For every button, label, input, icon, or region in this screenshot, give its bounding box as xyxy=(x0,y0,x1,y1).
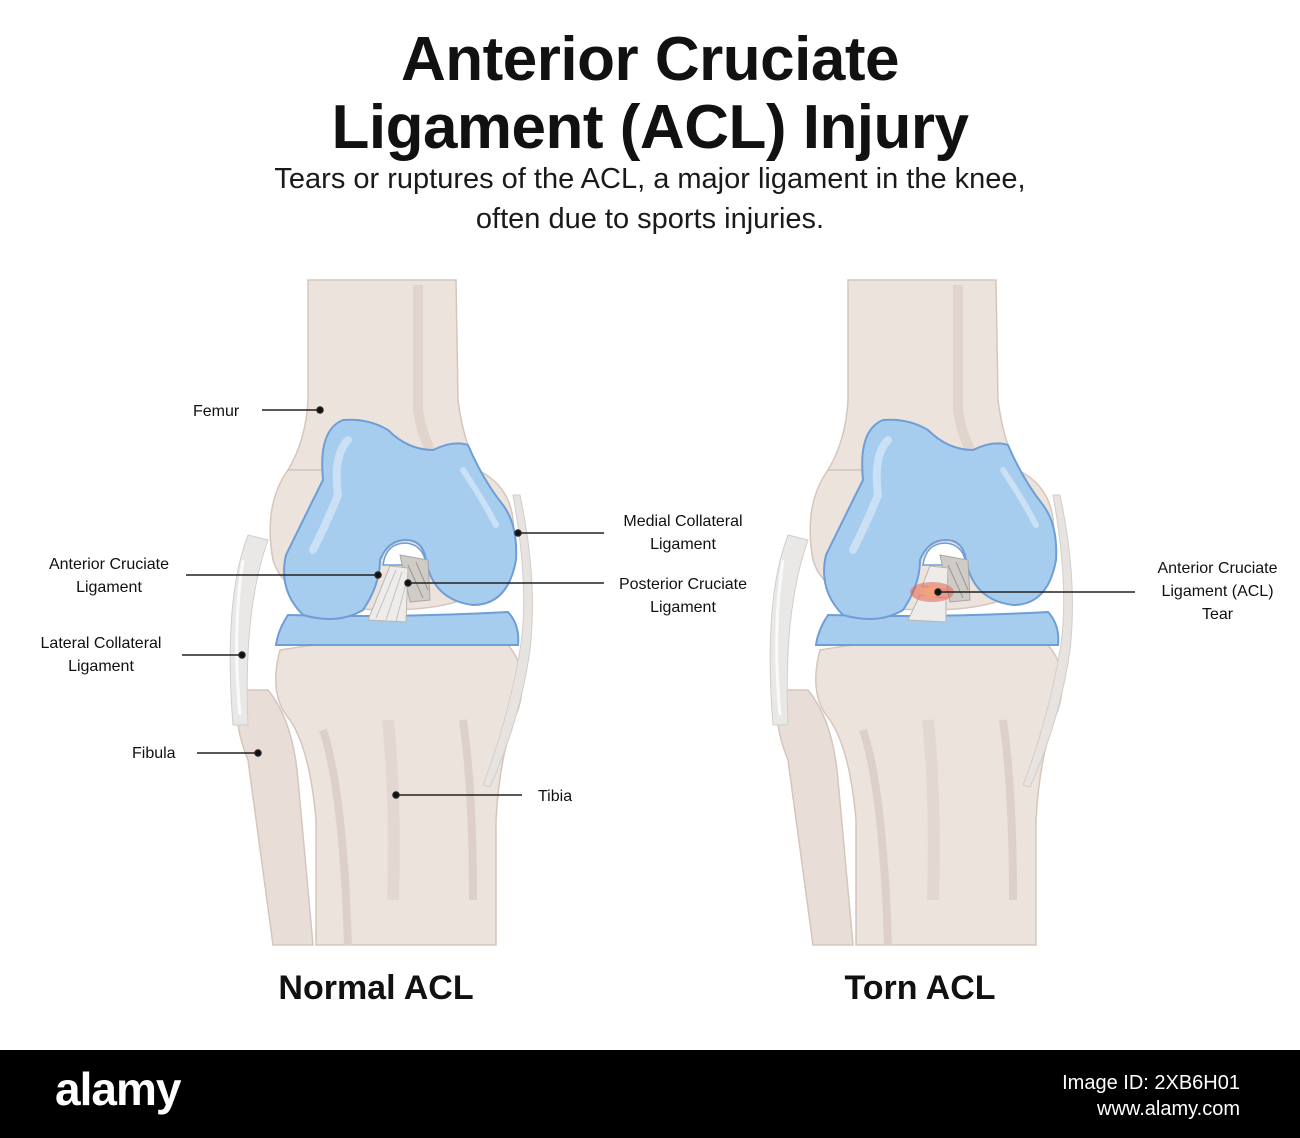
label-tear-line2: Ligament (ACL) xyxy=(1161,583,1274,600)
leader-line-torn xyxy=(934,588,1135,596)
label-mcl-line1: Medial Collateral xyxy=(623,513,743,530)
label-pcl-line1: Posterior Cruciate xyxy=(618,576,748,593)
label-tibia: Tibia xyxy=(538,788,573,805)
label-pcl-line2: Ligament xyxy=(650,599,716,616)
brand-logo: alamy xyxy=(55,1063,181,1115)
label-pcl: Posterior Cruciate Ligament xyxy=(608,573,758,619)
footer-info: Image ID: 2XB6H01 www.alamy.com xyxy=(1062,1070,1240,1122)
subtitle-line2: often due to sports injuries. xyxy=(475,203,825,235)
label-fibula: Fibula xyxy=(132,745,176,762)
subtitle-line1: Tears or ruptures of the ACL, a major li… xyxy=(274,163,1026,195)
torn-knee xyxy=(770,280,1072,945)
site-url: www.alamy.com xyxy=(1097,1098,1240,1120)
label-tear-line3: Tear xyxy=(1201,606,1234,623)
caption-normal: Normal ACL xyxy=(278,969,474,1007)
footer-bar: alamy Image ID: 2XB6H01 www.alamy.com xyxy=(0,1050,1300,1138)
label-mcl-line2: Ligament xyxy=(650,536,716,553)
label-lcl: Lateral Collateral Ligament xyxy=(30,632,172,678)
anterior-cruciate-ligament xyxy=(367,565,409,623)
label-acl-line1: Anterior Cruciate xyxy=(48,556,170,573)
label-acl-line2: Ligament xyxy=(76,579,142,596)
image-id: Image ID: 2XB6H01 xyxy=(1062,1072,1240,1094)
label-tear-line1: Anterior Cruciate xyxy=(1157,560,1278,577)
page-title-line1: Anterior Cruciate xyxy=(401,25,899,94)
label-lcl-line2: Ligament xyxy=(68,658,134,675)
label-femur: Femur xyxy=(193,403,240,420)
knee-diagram xyxy=(182,0,1135,1050)
label-mcl: Medial Collateral Ligament xyxy=(608,510,758,556)
label-lcl-line1: Lateral Collateral xyxy=(40,635,162,652)
leader-lines-normal xyxy=(182,406,604,799)
page-title-line2: Ligament (ACL) Injury xyxy=(331,93,969,162)
caption-torn: Torn ACL xyxy=(844,969,996,1007)
label-acl-tear: Anterior Cruciate Ligament (ACL) Tear xyxy=(1140,557,1295,626)
normal-knee xyxy=(230,280,532,945)
label-acl-normal: Anterior Cruciate Ligament xyxy=(38,553,180,599)
